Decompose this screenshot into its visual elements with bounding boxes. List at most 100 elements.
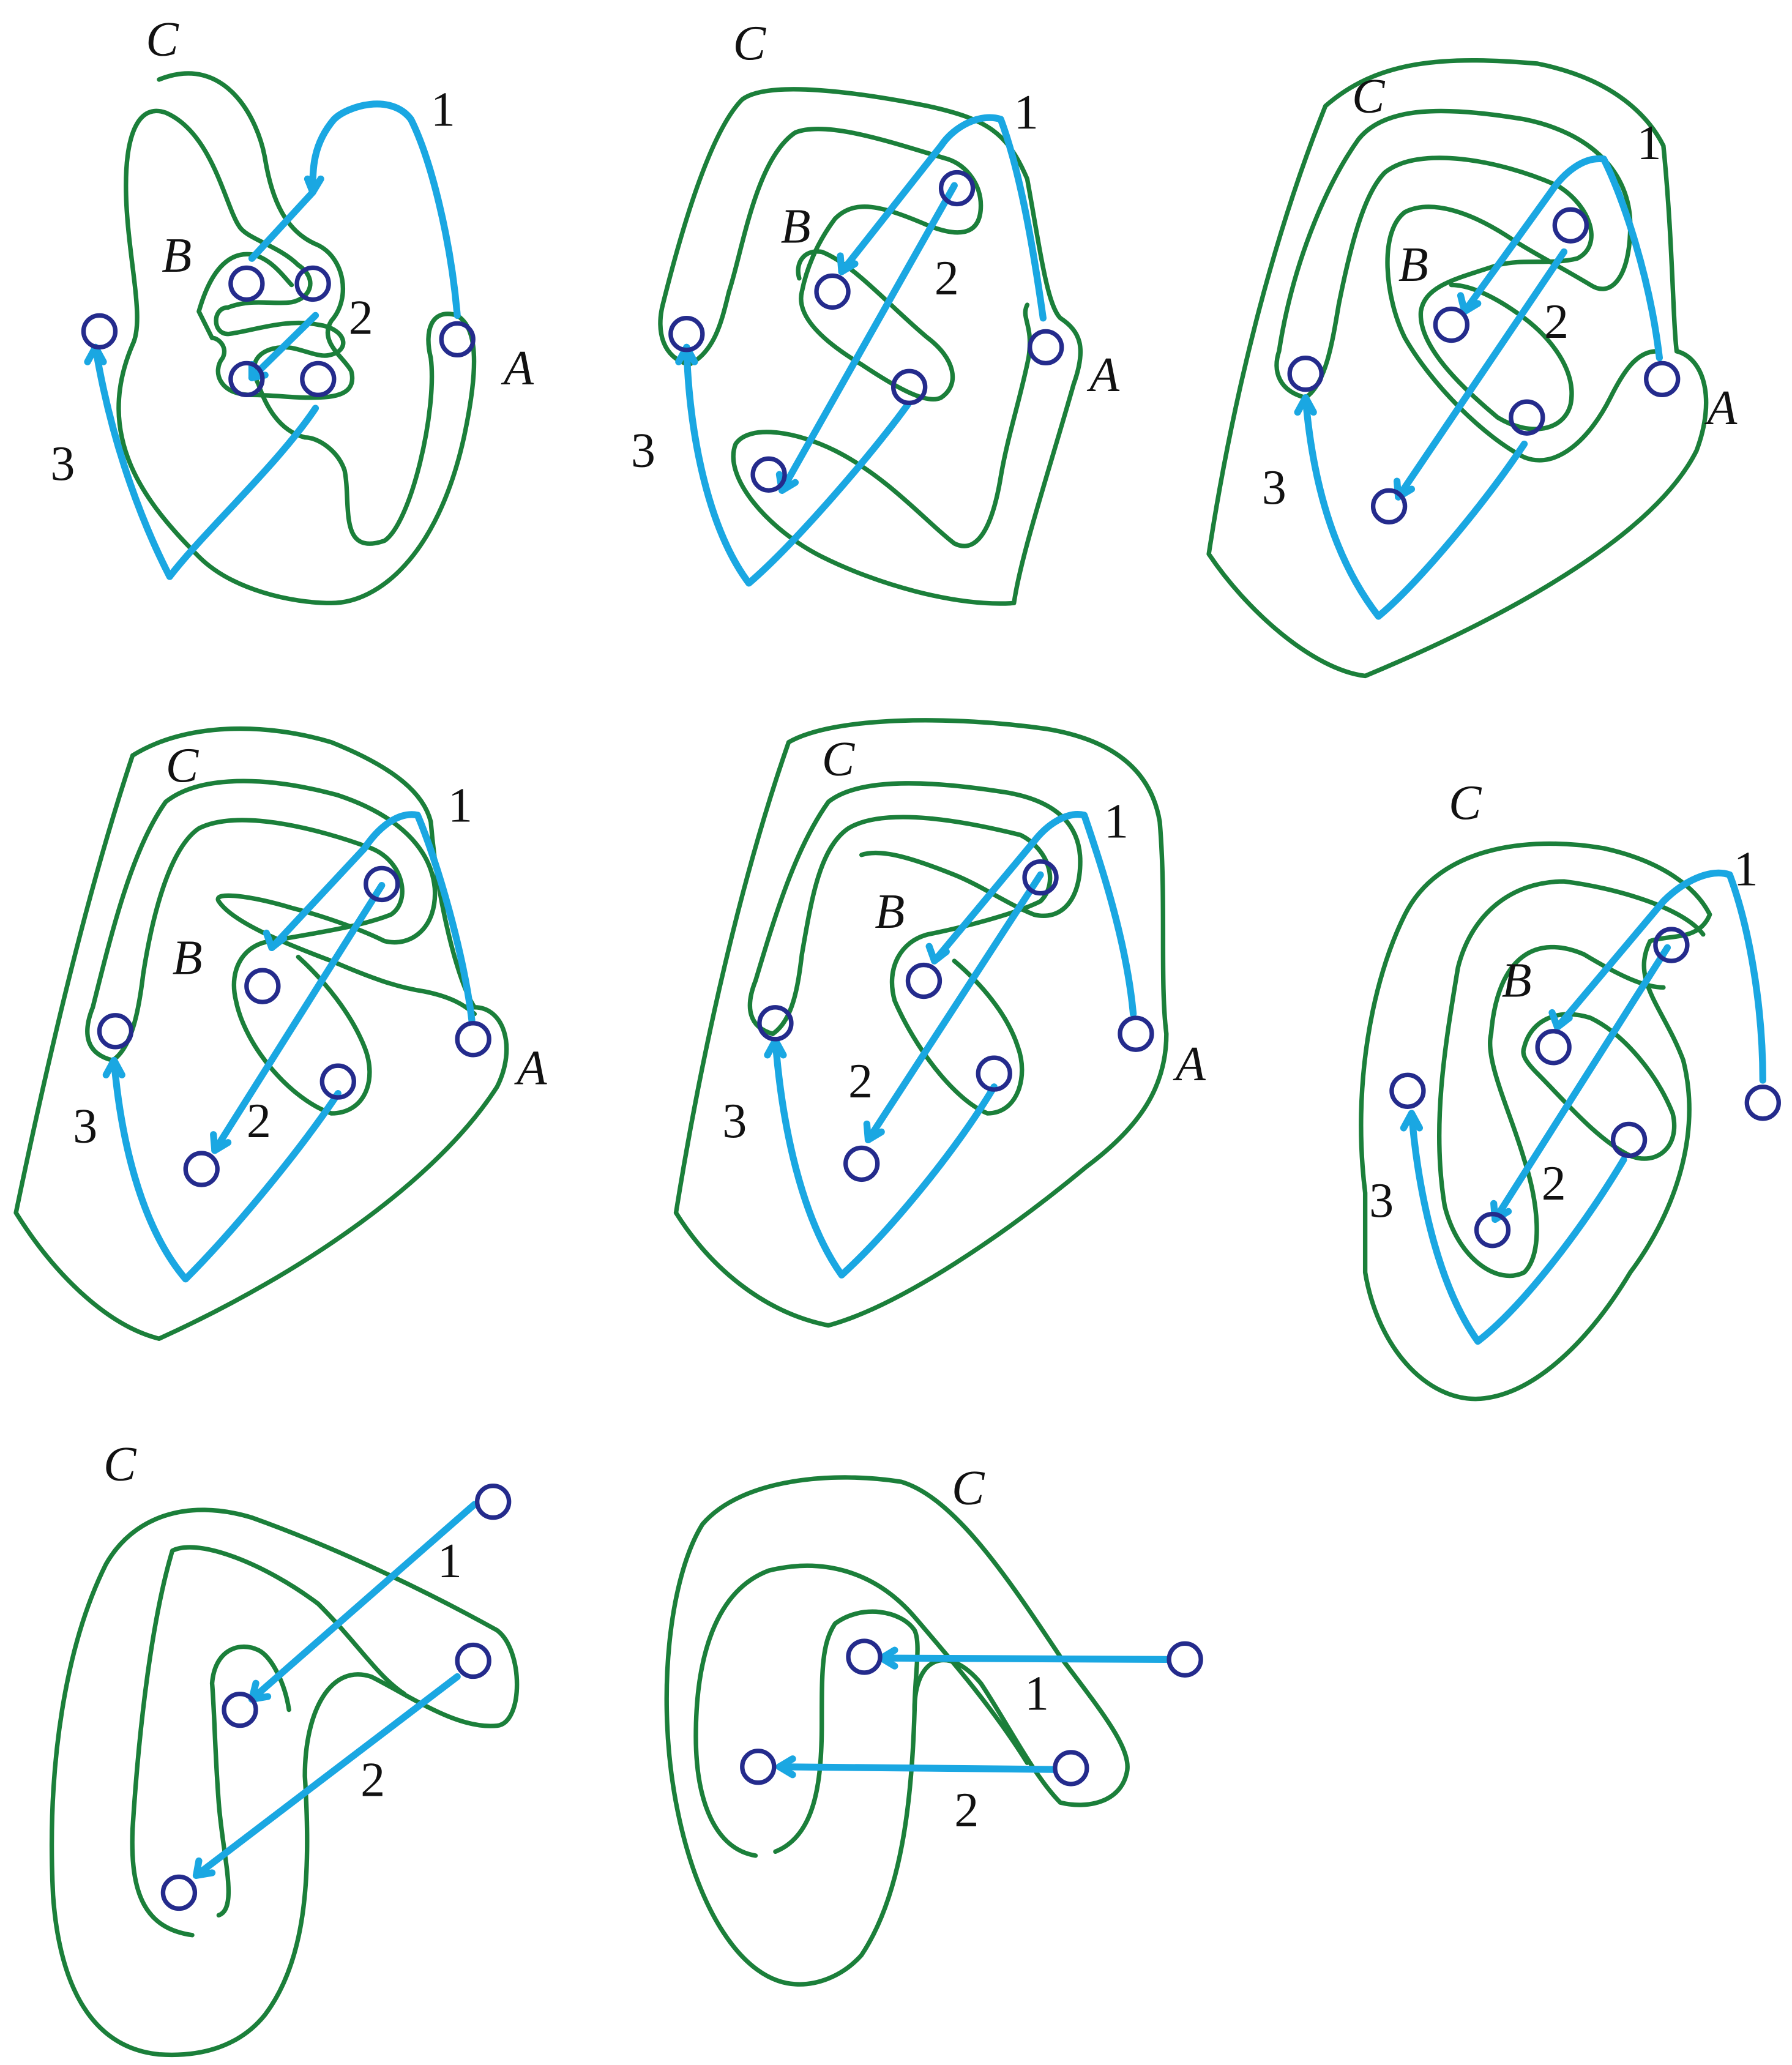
puncture-circle — [97, 1013, 134, 1050]
label-arc-1: 1 — [1104, 795, 1129, 849]
curve-outer — [157, 71, 355, 400]
arc-2 — [775, 1763, 1058, 1773]
arrowhead-2 — [863, 1120, 885, 1144]
arc-1 — [931, 811, 1137, 1018]
label-arc-3: 3 — [722, 1094, 747, 1148]
curve-inner — [110, 818, 405, 1116]
puncture-circle — [455, 1021, 491, 1058]
label-arc-2: 2 — [349, 291, 373, 345]
curve-c — [1436, 879, 1706, 1279]
label-arc-1: 1 — [1637, 116, 1662, 170]
puncture-circle — [439, 321, 476, 358]
label-c: C — [952, 1462, 985, 1515]
puncture-circle — [1644, 360, 1681, 398]
curve-outer — [1206, 58, 1709, 679]
label-arc-1: 1 — [438, 1534, 462, 1588]
label-arc-1: 1 — [1025, 1667, 1049, 1721]
arc-1 — [268, 811, 476, 1025]
puncture-circle — [228, 265, 265, 302]
arrowhead-2 — [775, 471, 799, 494]
arc-1 — [248, 1501, 478, 1703]
puncture-circle — [1433, 306, 1470, 343]
puncture-circle — [1509, 399, 1545, 436]
label-c: C — [1352, 70, 1386, 124]
label-arc-3: 3 — [50, 437, 75, 491]
label-c: C — [146, 13, 179, 67]
label-arc-3: 3 — [1262, 461, 1286, 515]
label-c: C — [733, 17, 767, 70]
label-c: C — [1449, 776, 1482, 830]
puncture-circle — [1744, 1085, 1781, 1121]
arc-2 — [211, 881, 386, 1154]
arc-1 — [838, 114, 1047, 322]
label-arc-3: 3 — [73, 1100, 97, 1154]
puncture-circle — [668, 316, 705, 353]
arc-3 — [1302, 394, 1528, 620]
label-arc-2: 2 — [1544, 295, 1569, 349]
puncture-circle — [890, 368, 928, 406]
label-a: A — [1704, 381, 1738, 435]
label-c: C — [103, 1438, 137, 1492]
puncture-circle — [300, 360, 337, 398]
puncture-circle — [1370, 488, 1408, 525]
curve-inner — [770, 815, 1053, 1116]
arrowhead-2 — [210, 1131, 232, 1154]
puncture-circle — [1653, 927, 1690, 963]
label-arc-1: 1 — [431, 83, 455, 137]
curve-c — [747, 781, 1083, 1036]
curve-outer — [1359, 841, 1712, 1402]
puncture-circle — [846, 1638, 883, 1675]
puncture-circle — [1474, 1212, 1511, 1249]
label-a: A — [1086, 348, 1120, 402]
arc-3 — [110, 1056, 342, 1283]
curve-inner-loop — [773, 1609, 920, 1854]
puncture-circle — [750, 456, 787, 493]
arrowhead-1 — [837, 252, 859, 275]
label-arc-2: 2 — [360, 1753, 385, 1807]
curve-outer — [49, 1507, 520, 2058]
puncture-circle — [1389, 1072, 1426, 1109]
label-b: B — [162, 229, 192, 283]
arc-3 — [772, 1037, 998, 1279]
arrowhead-3 — [675, 343, 698, 365]
puncture-circle — [1028, 329, 1064, 366]
arc-1 — [878, 1654, 1170, 1663]
panel-2: C B A 1 2 3 — [631, 17, 1120, 606]
puncture-circle — [183, 1151, 220, 1187]
arc-2 — [1491, 944, 1671, 1223]
puncture-circle — [81, 313, 118, 350]
arrowhead-1 — [925, 943, 950, 965]
puncture-circle — [1118, 1015, 1154, 1052]
arrowhead-1 — [263, 929, 288, 952]
arc-1 — [1554, 869, 1766, 1084]
curve-outer — [13, 726, 509, 1341]
puncture-circle — [364, 865, 400, 903]
curve-inner-loop — [209, 1644, 291, 1918]
arc-3 — [1408, 1110, 1627, 1345]
arc-1 — [1461, 155, 1663, 362]
panel-6: C B 1 2 3 — [1359, 776, 1781, 1402]
puncture-circle — [294, 265, 331, 302]
label-arc-1: 1 — [1734, 843, 1758, 897]
curve-outer — [664, 1475, 1130, 1987]
arrowhead-2 — [1393, 477, 1416, 501]
panel-8: C 1 2 — [664, 1462, 1203, 1987]
arc-2 — [248, 312, 319, 381]
puncture-circle — [740, 1749, 777, 1785]
puncture-circle — [474, 1483, 512, 1520]
label-b: B — [173, 932, 203, 985]
puncture-circle — [843, 1145, 880, 1182]
arrowhead-1 — [1457, 292, 1482, 315]
puncture-circle — [1167, 1641, 1203, 1678]
panel-7: C 1 2 — [49, 1438, 520, 2058]
panel-1: C B A 1 2 3 — [50, 13, 534, 606]
arc-2 — [1395, 248, 1568, 501]
panel-5: C B A 1 2 3 — [673, 718, 1206, 1328]
puncture-circle — [1610, 1121, 1648, 1159]
curve-inner — [1521, 1012, 1677, 1161]
arrowhead-2 — [192, 1857, 216, 1879]
puncture-circle — [1535, 1029, 1572, 1066]
label-arc-1: 1 — [448, 779, 472, 833]
puncture-circle — [1287, 356, 1324, 392]
puncture-circle — [1053, 1750, 1089, 1787]
